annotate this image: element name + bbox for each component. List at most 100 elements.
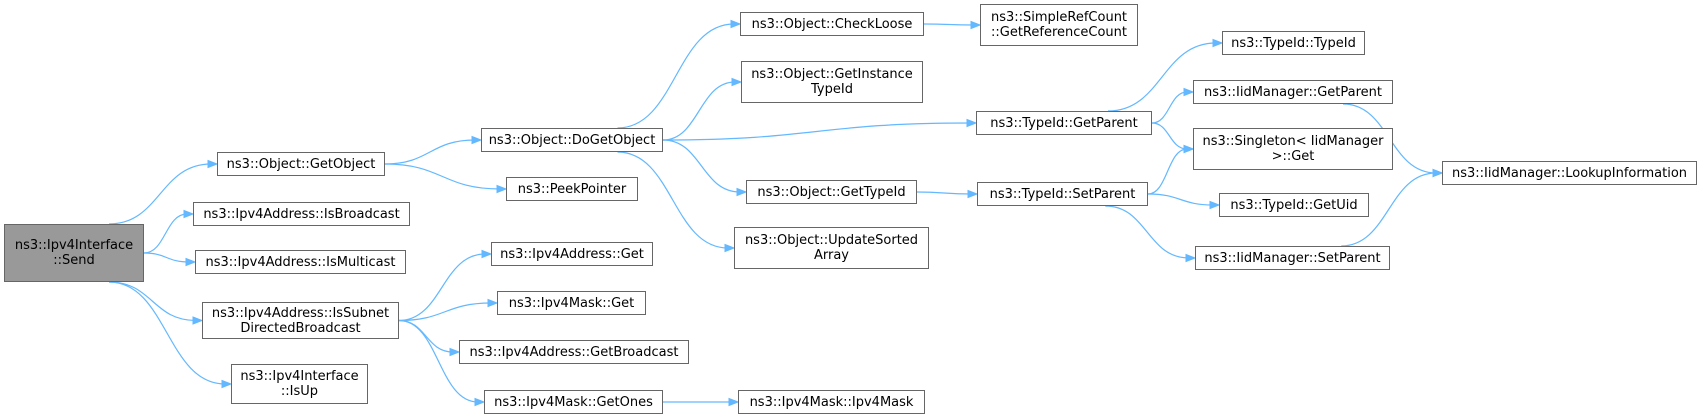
edge-arrowhead bbox=[496, 184, 508, 194]
node-label: ns3::Ipv4Address::IsSubnet bbox=[211, 305, 390, 321]
node-setparent[interactable]: ns3::TypeId::SetParent bbox=[977, 182, 1148, 206]
node-gettypeid[interactable]: ns3::Object::GetTypeId bbox=[746, 180, 917, 204]
edge-typeidgetparent-to-iidgetparent bbox=[1151, 91, 1188, 124]
edge-send-to-issubnet bbox=[108, 281, 197, 322]
node-getuid[interactable]: ns3::TypeId::GetUid bbox=[1219, 193, 1369, 217]
edge-issubnet-to-getones bbox=[398, 319, 479, 403]
edge-checkloose-to-getrefcount bbox=[923, 23, 975, 26]
node-iidgetparent[interactable]: ns3::IidManager::GetParent bbox=[1193, 80, 1393, 104]
node-iidsetparent[interactable]: ns3::IidManager::SetParent bbox=[1195, 246, 1390, 270]
edge-iidsetparent-to-lookupinfo bbox=[1341, 172, 1437, 247]
edge-arrowhead bbox=[183, 209, 195, 219]
edge-arrowhead bbox=[1432, 168, 1444, 178]
edge-arrowhead bbox=[970, 20, 982, 30]
edge-issubnet-to-getbroadcast bbox=[398, 319, 454, 353]
edge-gettypeid-to-setparent bbox=[916, 191, 972, 195]
node-label: ns3::Ipv4Mask::GetOnes bbox=[494, 394, 653, 410]
edge-arrowhead bbox=[221, 379, 233, 389]
edge-arrowhead bbox=[1185, 253, 1197, 263]
edge-setparent-to-getuid bbox=[1147, 193, 1214, 206]
node-label: ns3::Singleton< IidManager bbox=[1202, 134, 1384, 149]
node-label: ns3::TypeId::TypeId bbox=[1231, 35, 1356, 51]
edge-arrowhead bbox=[730, 19, 742, 29]
edge-arrowhead bbox=[1183, 87, 1195, 97]
node-label: ns3::IidManager::SetParent bbox=[1204, 250, 1381, 266]
node-label: TypeId bbox=[811, 82, 853, 97]
node-dogetobject[interactable]: ns3::Object::DoGetObject bbox=[481, 128, 663, 152]
edge-arrowhead bbox=[185, 257, 197, 267]
node-label: ns3::Ipv4Address::IsBroadcast bbox=[203, 206, 400, 222]
edge-send-to-getobject bbox=[108, 163, 212, 225]
edge-setparent-to-singletonget bbox=[1147, 148, 1188, 195]
edge-arrowhead bbox=[487, 298, 499, 308]
node-singletonget[interactable]: ns3::Singleton< IidManager>::Get bbox=[1193, 128, 1393, 170]
edge-arrowhead bbox=[1212, 38, 1224, 48]
edge-arrowhead bbox=[449, 347, 461, 357]
node-label: ns3::PeekPointer bbox=[517, 181, 627, 197]
edge-issubnet-to-maskget bbox=[398, 302, 492, 322]
edge-arrowhead bbox=[471, 135, 483, 145]
node-ipv4mask[interactable]: ns3::Ipv4Mask::Ipv4Mask bbox=[738, 390, 925, 414]
node-label: ::Send bbox=[53, 253, 95, 268]
edge-dogetobject-to-gettypeid bbox=[662, 139, 741, 193]
edge-getobject-to-peekpointer bbox=[384, 163, 501, 190]
node-checkloose[interactable]: ns3::Object::CheckLoose bbox=[740, 12, 924, 36]
edge-arrowhead bbox=[481, 249, 493, 259]
node-label: ns3::Ipv4Address::Get bbox=[500, 246, 644, 262]
edge-arrowhead bbox=[1183, 144, 1195, 154]
edge-dogetobject-to-checkloose bbox=[617, 23, 735, 129]
node-label: ::IsUp bbox=[280, 384, 319, 399]
node-label: ns3::IidManager::LookupInformation bbox=[1451, 165, 1688, 181]
node-label: ns3::Ipv4Mask::Ipv4Mask bbox=[749, 394, 914, 410]
node-getobject[interactable]: ns3::Object::GetObject bbox=[217, 152, 385, 176]
node-ismulticast[interactable]: ns3::Ipv4Address::IsMulticast bbox=[195, 250, 406, 274]
edge-typeidgetparent-to-typeidctor bbox=[1107, 42, 1217, 112]
node-getones[interactable]: ns3::Ipv4Mask::GetOnes bbox=[484, 390, 663, 414]
node-send: ns3::Ipv4Interface::Send bbox=[4, 224, 144, 282]
edge-dogetobject-to-typeidgetparent bbox=[662, 122, 971, 141]
node-label: ns3::Object::GetTypeId bbox=[757, 184, 906, 200]
node-label: ns3::Ipv4Interface bbox=[240, 369, 359, 384]
edge-issubnet-to-addrget bbox=[398, 253, 486, 322]
edge-dogetobject-to-getinstancetypeid bbox=[662, 81, 736, 141]
edge-arrowhead bbox=[474, 397, 486, 407]
node-maskget[interactable]: ns3::Ipv4Mask::Get bbox=[497, 291, 646, 315]
edge-arrowhead bbox=[192, 316, 204, 325]
node-label: ns3::Object::GetObject bbox=[226, 156, 376, 172]
node-label: ns3::Ipv4Address::IsMulticast bbox=[205, 254, 396, 270]
edge-arrowhead bbox=[731, 77, 743, 87]
node-addrget[interactable]: ns3::Ipv4Address::Get bbox=[491, 242, 653, 266]
node-label: ns3::Object::CheckLoose bbox=[751, 16, 913, 32]
node-label: ns3::Ipv4Mask::Get bbox=[508, 295, 635, 311]
edge-arrowhead bbox=[724, 243, 736, 253]
edge-send-to-isup bbox=[108, 281, 226, 385]
node-getrefcount[interactable]: ns3::SimpleRefCount::GetReferenceCount bbox=[980, 4, 1138, 46]
node-label: >::Get bbox=[1271, 149, 1315, 164]
edge-dogetobject-to-updatesorted bbox=[617, 151, 729, 249]
edge-arrowhead bbox=[728, 397, 740, 407]
edge-arrowhead bbox=[966, 118, 978, 128]
edge-arrowhead bbox=[736, 187, 748, 197]
node-typeidgetparent[interactable]: ns3::TypeId::GetParent bbox=[976, 111, 1152, 135]
node-label: ns3::Object::GetInstance bbox=[751, 67, 913, 82]
node-getbroadcast[interactable]: ns3::Ipv4Address::GetBroadcast bbox=[459, 340, 689, 364]
node-peekpointer[interactable]: ns3::PeekPointer bbox=[506, 177, 638, 201]
node-label: ns3::Object::DoGetObject bbox=[488, 132, 656, 148]
node-typeidctor[interactable]: ns3::TypeId::TypeId bbox=[1222, 31, 1365, 55]
node-label: ns3::TypeId::GetParent bbox=[990, 115, 1138, 131]
node-isup[interactable]: ns3::Ipv4Interface::IsUp bbox=[231, 364, 368, 404]
edge-send-to-isbroadcast bbox=[143, 213, 188, 254]
node-isbroadcast[interactable]: ns3::Ipv4Address::IsBroadcast bbox=[193, 202, 410, 226]
edge-typeidgetparent-to-singletonget bbox=[1151, 122, 1188, 150]
node-label: ns3::Ipv4Address::GetBroadcast bbox=[469, 344, 679, 360]
node-lookupinfo[interactable]: ns3::IidManager::LookupInformation bbox=[1442, 161, 1697, 185]
node-label: ns3::SimpleRefCount bbox=[990, 10, 1128, 25]
node-label: ::GetReferenceCount bbox=[991, 25, 1127, 40]
node-label: ns3::TypeId::SetParent bbox=[989, 186, 1136, 202]
edge-send-to-ismulticast bbox=[143, 252, 190, 263]
